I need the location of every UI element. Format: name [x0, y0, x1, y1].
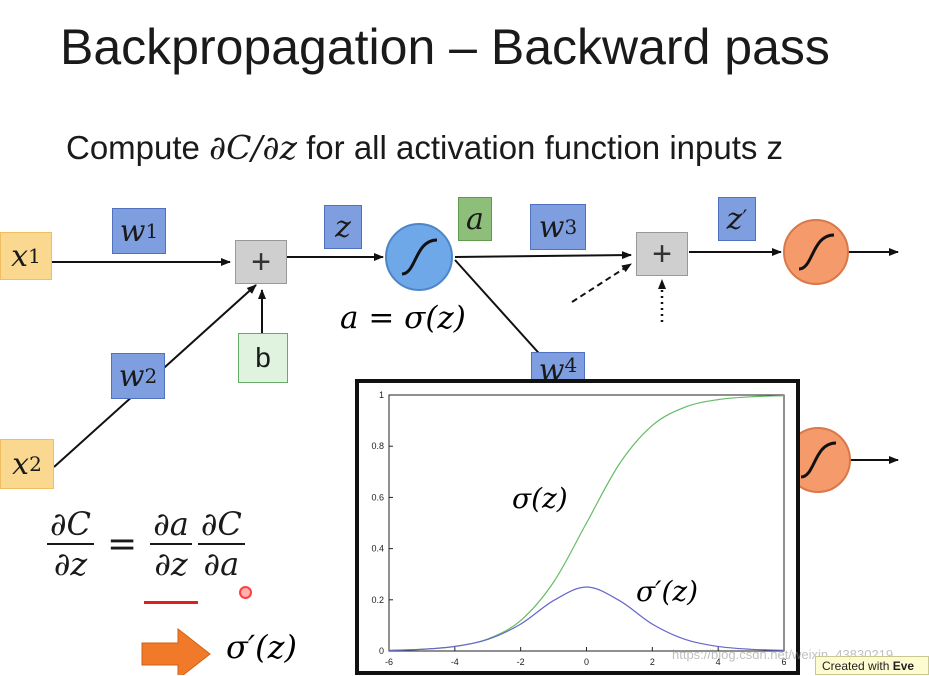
sigmoid-neuron-3: [785, 427, 851, 493]
x-tick-label: 4: [716, 657, 721, 667]
x-tick-label: -4: [451, 657, 459, 667]
series-line-1: [388, 586, 785, 651]
node-z-prime: z′: [718, 197, 756, 241]
y-tick-label: 0.4: [371, 544, 384, 554]
label-sigma-prime: σ′(z): [636, 575, 699, 608]
label-sigma: σ(z): [512, 482, 568, 515]
subtitle-before: Compute: [66, 129, 210, 166]
equals-sign: =: [107, 523, 138, 565]
y-tick-label: 0.2: [371, 595, 384, 605]
edge-dashed-in: [571, 263, 632, 303]
sigmoid-chart: -6 -4 -2 0 2 4 6 0 0.2 0.4 0.6 0.8 1: [355, 379, 800, 675]
sum-node-2: +: [636, 232, 688, 276]
bias-b: b: [238, 333, 288, 383]
underline-highlight: [144, 601, 198, 604]
term2-fraction: ∂C∂a: [197, 505, 245, 583]
pointer-dot: [239, 586, 252, 599]
term1-fraction: ∂a∂z: [150, 505, 192, 583]
x-tick-label: -2: [517, 657, 525, 667]
y-tick-label: 0: [379, 646, 384, 656]
x-tick-label: 2: [650, 657, 655, 667]
slide-title: Backpropagation – Backward pass: [60, 19, 830, 75]
x-tick-label: 6: [781, 657, 786, 667]
subtitle-math: ∂C/∂z: [209, 128, 297, 167]
sigmoid-neuron-2: [783, 219, 849, 285]
sum-node-1: +: [235, 240, 287, 284]
node-z: z: [324, 205, 362, 249]
lhs-fraction: ∂C∂z: [47, 505, 95, 583]
result-arrow-icon: [141, 627, 211, 675]
activation-equation: a = σ(z): [340, 300, 466, 336]
x-tick-label: 0: [584, 657, 589, 667]
created-with-badge: Created with Eve: [815, 656, 929, 675]
series-line-0: [388, 395, 785, 651]
edge-a-sum2: [454, 251, 632, 260]
result-sigma-prime: σ′(z): [226, 628, 297, 666]
x-tick-label: -6: [385, 657, 393, 667]
sigmoid-neuron-1: [385, 223, 453, 291]
node-a: a: [458, 197, 492, 241]
sigmoid-chart-svg: -6 -4 -2 0 2 4 6 0 0.2 0.4 0.6 0.8 1: [371, 390, 786, 667]
edge-a-down: [454, 259, 546, 361]
y-tick-label: 1: [379, 390, 384, 400]
subtitle-after: for all activation function inputs z: [296, 129, 784, 166]
slide-subtitle: Compute ∂C/∂z for all activation functio…: [66, 128, 783, 167]
y-tick-label: 0.6: [371, 492, 384, 502]
y-tick-label: 0.8: [371, 441, 384, 451]
chain-rule-formula: ∂C∂z = ∂a∂z ∂C∂a: [44, 505, 248, 583]
